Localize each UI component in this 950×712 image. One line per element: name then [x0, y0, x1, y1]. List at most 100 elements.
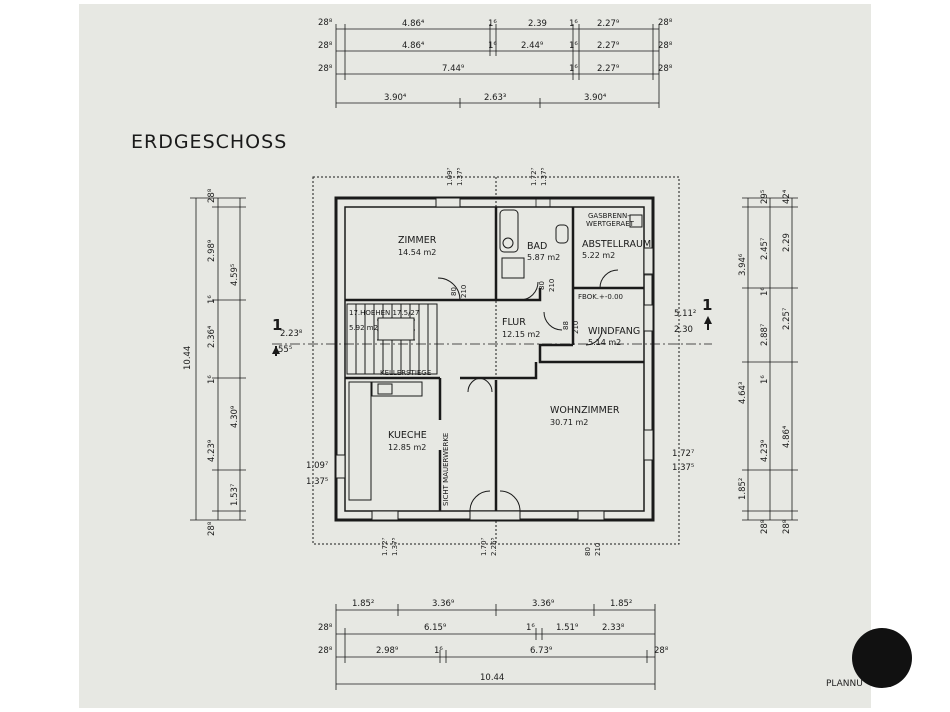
- svg-text:2.98⁹: 2.98⁹: [376, 646, 399, 656]
- interior-walls: [345, 207, 644, 511]
- plan-annotations: 17.HOEHEN 17.5/27 5.92 m2 KELLERSTIEGE G…: [349, 212, 635, 506]
- svg-text:2.27⁹: 2.27⁹: [597, 41, 620, 51]
- svg-text:1.51⁹: 1.51⁹: [556, 623, 579, 633]
- svg-text:28⁸: 28⁸: [318, 18, 333, 28]
- svg-text:4.59⁵: 4.59⁵: [230, 264, 240, 286]
- svg-text:2.30: 2.30: [674, 325, 693, 335]
- svg-text:28⁸: 28⁸: [318, 623, 333, 633]
- svg-text:28⁸: 28⁸: [658, 41, 673, 51]
- room-area-wohnzimmer: 30.71 m2: [550, 418, 588, 427]
- svg-text:5.11²: 5.11²: [674, 309, 696, 319]
- gas-label-1: GASBRENN-: [588, 212, 630, 220]
- svg-text:7.44⁹: 7.44⁹: [442, 64, 465, 74]
- svg-text:3.90⁴: 3.90⁴: [384, 93, 407, 103]
- room-name-zimmer: ZIMMER: [398, 235, 437, 246]
- svg-text:1⁶: 1⁶: [569, 19, 578, 29]
- page-title: ERDGESCHOSS: [131, 131, 288, 153]
- svg-text:28⁸: 28⁸: [207, 521, 217, 536]
- room-name-abstellraum: ABSTELLRAUM: [582, 239, 651, 250]
- left-dimension-lines: [190, 197, 246, 521]
- corner-badge: [852, 628, 912, 688]
- svg-text:1⁶: 1⁶: [569, 41, 578, 51]
- svg-text:1.53⁷: 1.53⁷: [230, 483, 240, 506]
- svg-text:2.33⁸: 2.33⁸: [602, 623, 625, 633]
- left-dimension-labels: 28⁸ 2.98⁹ 1⁶ 2.36⁴ 1⁶ 4.23⁹ 28⁸ 4.59⁵ 4.…: [183, 188, 329, 536]
- svg-text:1.09⁷: 1.09⁷: [446, 167, 454, 186]
- room-name-windfang: WINDFANG: [588, 326, 640, 337]
- svg-text:2.29: 2.29: [782, 233, 792, 252]
- stairs-area: 5.92 m2: [349, 324, 378, 332]
- svg-text:1.37⁵: 1.37⁵: [672, 463, 694, 473]
- svg-text:1.70⁷: 1.70⁷: [480, 537, 488, 556]
- svg-text:10.44: 10.44: [183, 346, 193, 370]
- svg-text:4.23⁹: 4.23⁹: [760, 439, 770, 462]
- corner-label: PLANNU: [826, 679, 863, 689]
- svg-text:2.27⁹: 2.27⁹: [597, 64, 620, 74]
- interior-dimension-labels: 1.09⁷ 1.37⁵ 1.72⁷ 1.37⁵ 1.70⁷ 2.26⁵ 1.72…: [381, 167, 602, 556]
- svg-text:1.85²: 1.85²: [738, 478, 748, 500]
- svg-text:4.64³: 4.64³: [738, 382, 748, 404]
- bottom-dimension-lines: [335, 604, 656, 690]
- kellerstiege-label: KELLERSTIEGE: [380, 369, 431, 377]
- svg-text:28⁸: 28⁸: [760, 519, 770, 534]
- svg-text:2.26⁵: 2.26⁵: [490, 537, 498, 556]
- fbok-label: FBOK.+-0.00: [578, 293, 623, 301]
- svg-text:1.72⁷: 1.72⁷: [381, 537, 389, 556]
- bathtub: [499, 209, 519, 253]
- room-labels: ZIMMER 14.54 m2 BAD 5.87 m2 ABSTELLRAUM …: [388, 235, 651, 452]
- gas-appliance: [629, 214, 643, 228]
- svg-text:4.23⁹: 4.23⁹: [207, 439, 217, 462]
- top-dimension-labels: 28⁸ 4.86⁴ 1⁶ 2.39 1⁶ 2.27⁹ 28⁸ 28⁸ 4.86⁴…: [318, 18, 673, 103]
- svg-text:2.27⁹: 2.27⁹: [597, 19, 620, 29]
- svg-text:2.36⁴: 2.36⁴: [207, 325, 217, 348]
- svg-text:28⁸: 28⁸: [207, 188, 217, 203]
- room-name-wohnzimmer: WOHNZIMMER: [550, 405, 620, 416]
- svg-text:55⁵: 55⁵: [278, 345, 292, 355]
- svg-text:28⁸: 28⁸: [782, 519, 792, 534]
- gas-label-2: WERTGERAET: [586, 220, 635, 228]
- svg-text:1.72⁷: 1.72⁷: [672, 449, 695, 459]
- door-swings: [437, 269, 619, 512]
- room-name-flur: FLUR: [502, 317, 526, 328]
- svg-text:2.25⁷: 2.25⁷: [782, 307, 792, 330]
- room-area-bad: 5.87 m2: [527, 253, 560, 262]
- kitchen-counter: [348, 381, 372, 501]
- svg-text:10.44: 10.44: [480, 673, 504, 683]
- svg-text:80: 80: [450, 287, 458, 296]
- svg-text:2.23⁸: 2.23⁸: [280, 329, 303, 339]
- svg-text:1⁶: 1⁶: [434, 646, 443, 656]
- svg-text:1.37⁵: 1.37⁵: [456, 167, 464, 186]
- svg-text:1⁶: 1⁶: [526, 623, 535, 633]
- svg-text:1⁶: 1⁶: [760, 375, 770, 384]
- room-area-abstellraum: 5.22 m2: [582, 251, 615, 260]
- room-area-zimmer: 14.54 m2: [398, 248, 436, 257]
- svg-text:28⁸: 28⁸: [318, 41, 333, 51]
- svg-text:28⁸: 28⁸: [658, 64, 673, 74]
- top-dimension-lines: [335, 24, 660, 108]
- svg-text:2.39: 2.39: [528, 19, 547, 29]
- room-name-kueche: KUECHE: [388, 430, 427, 441]
- svg-text:28⁸: 28⁸: [318, 646, 333, 656]
- svg-text:1⁶: 1⁶: [488, 41, 497, 51]
- svg-text:28⁸: 28⁸: [318, 64, 333, 74]
- room-area-kueche: 12.85 m2: [388, 443, 426, 452]
- svg-text:4.86⁴: 4.86⁴: [402, 19, 425, 29]
- svg-text:210: 210: [572, 321, 580, 334]
- drawing-sheet: [79, 4, 871, 708]
- wand-label: SICHT MAUERWERKE: [442, 433, 450, 506]
- svg-text:2.88⁷: 2.88⁷: [760, 323, 770, 346]
- room-area-windfang: 5.14 m2: [588, 338, 621, 347]
- svg-text:1.85²: 1.85²: [610, 599, 632, 609]
- right-dimension-lines: [742, 197, 798, 521]
- svg-text:1⁶: 1⁶: [207, 375, 217, 384]
- stairs-note: 17.HOEHEN 17.5/27: [349, 309, 419, 317]
- svg-text:6.15⁹: 6.15⁹: [424, 623, 447, 633]
- svg-text:210: 210: [460, 285, 468, 298]
- svg-text:3.36⁹: 3.36⁹: [532, 599, 555, 609]
- svg-text:29⁵: 29⁵: [760, 190, 770, 204]
- svg-text:1.85²: 1.85²: [352, 599, 374, 609]
- svg-text:210: 210: [594, 543, 602, 556]
- svg-text:3.90⁴: 3.90⁴: [584, 93, 607, 103]
- section-marker-left: 1: [272, 316, 282, 334]
